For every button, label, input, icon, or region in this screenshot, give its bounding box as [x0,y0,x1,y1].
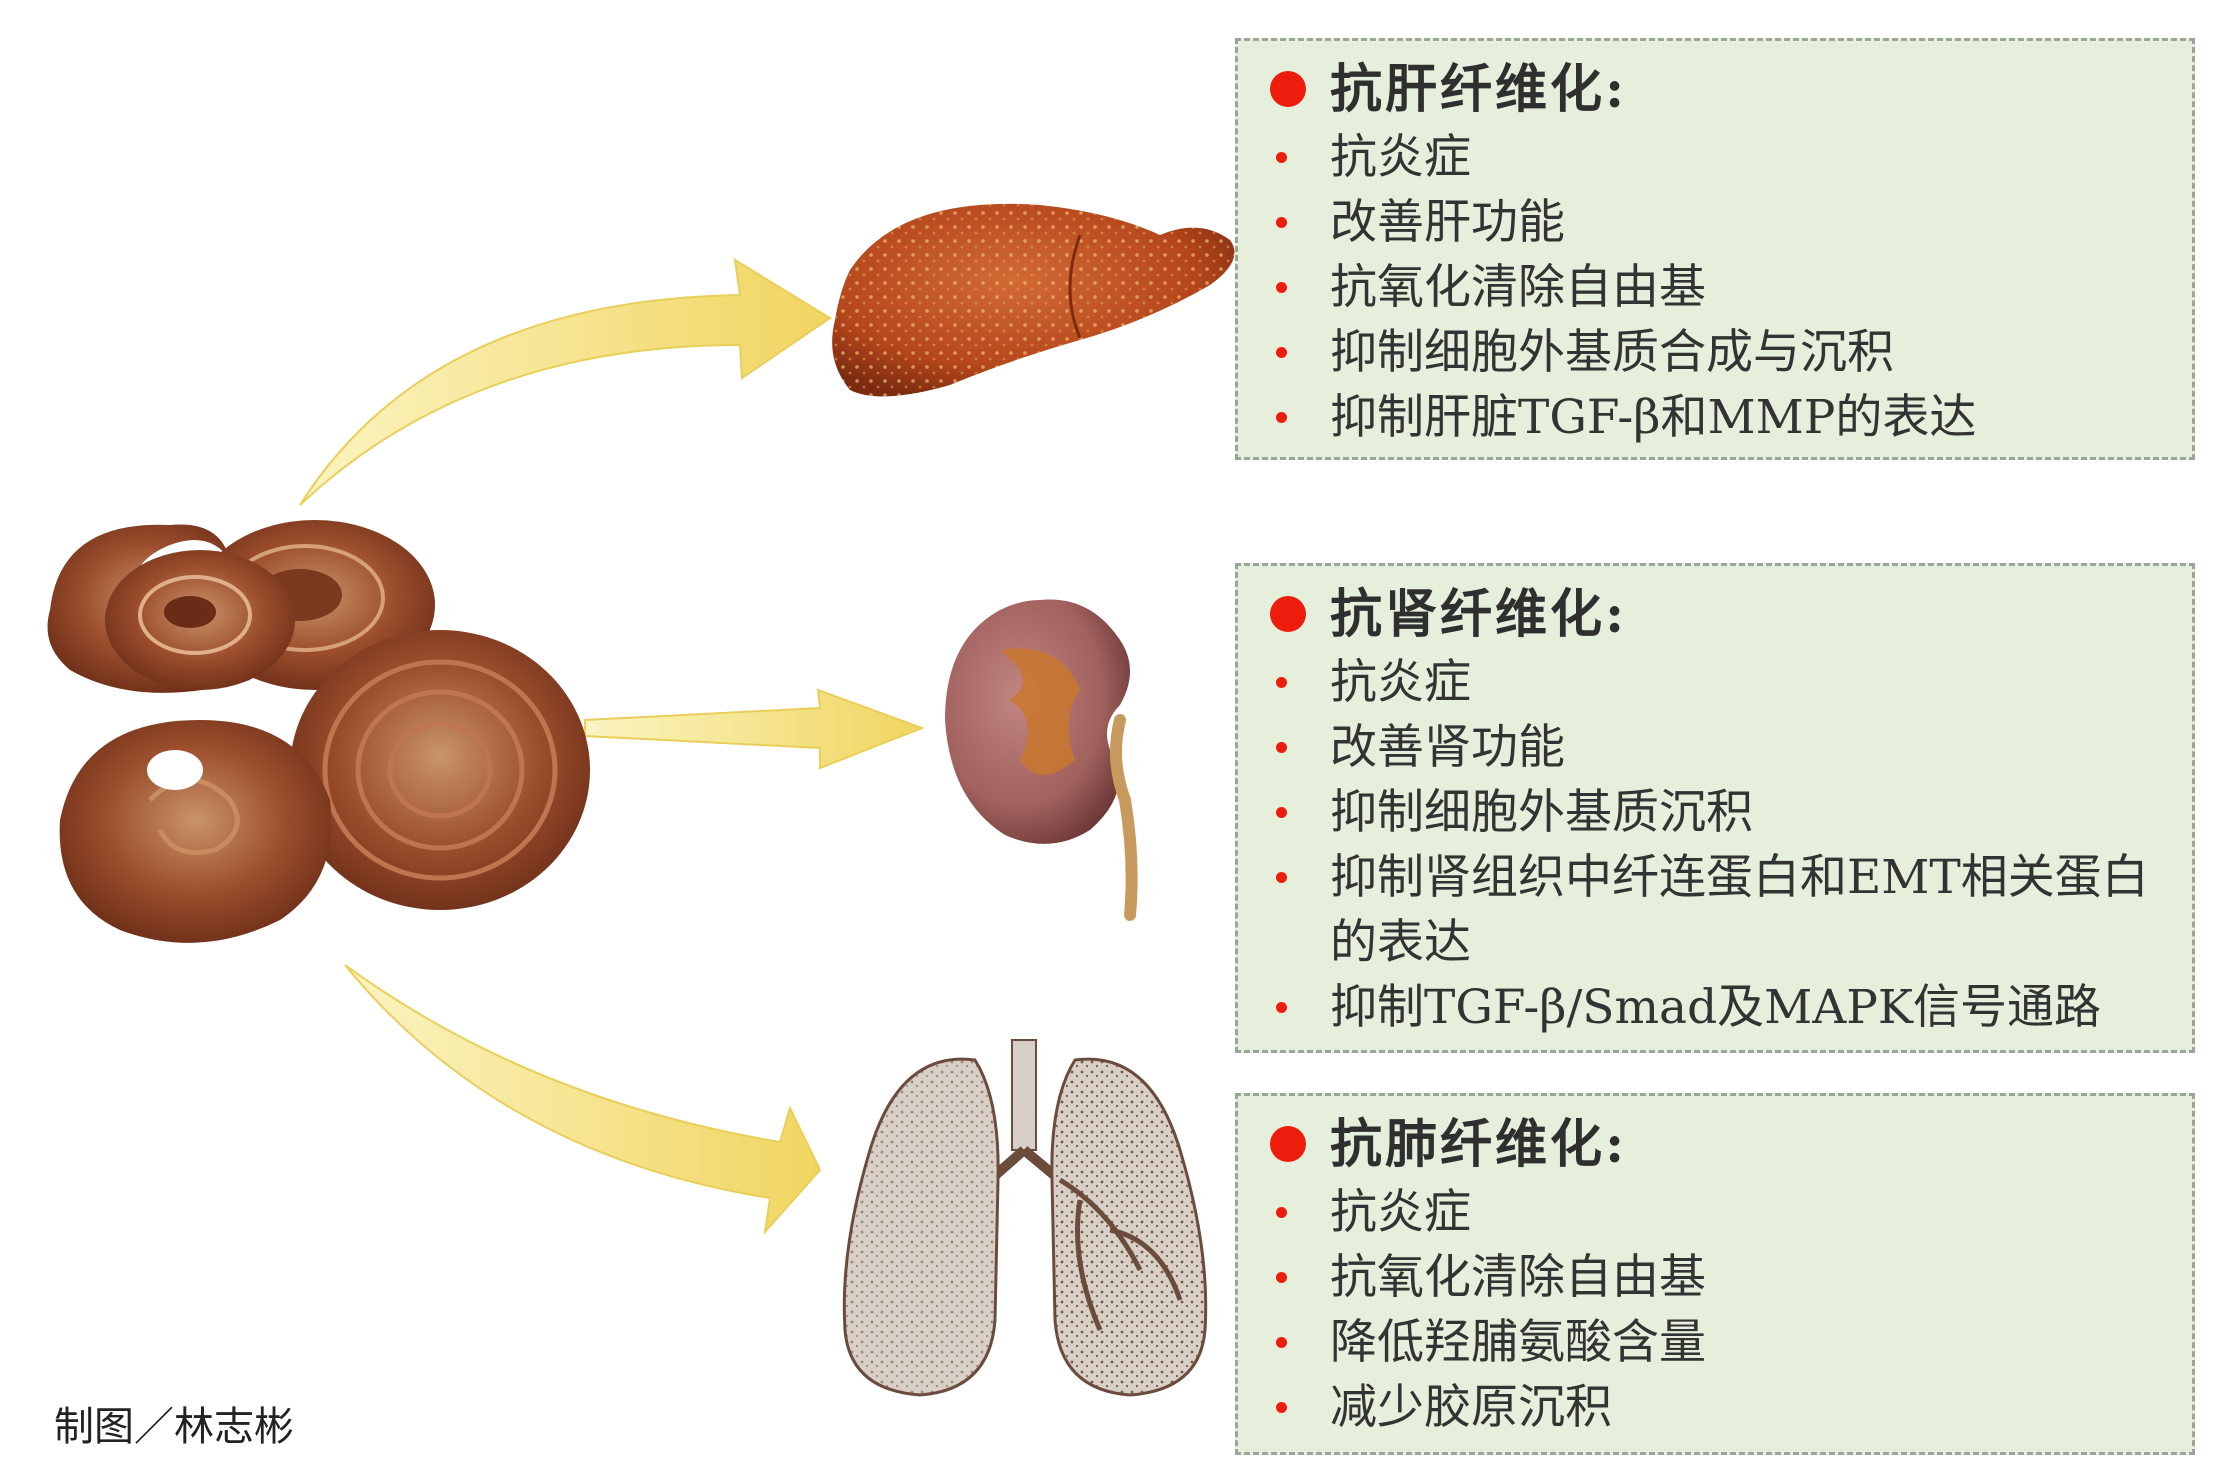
reishi-mushroom-icon [47,520,590,943]
section-title: 抗肾纤维化: [1264,580,2172,650]
section-title: 抗肺纤维化: [1264,1110,2172,1180]
list-item: 抑制细胞外基质沉积 [1264,780,2172,845]
bullet-icon [1276,1272,1287,1283]
bullet-icon [1276,282,1287,293]
list-item: 抑制肾组织中纤连蛋白和EMT相关蛋白的表达 [1264,845,2172,975]
bullet-icon [1276,807,1287,818]
list-item: 抗炎症 [1264,650,2172,715]
red-bullet-icon [1270,71,1306,107]
list-item: 抗炎症 [1264,125,2172,190]
arrow-to-liver [299,258,832,506]
kidney-fibrosis-box: 抗肾纤维化: 抗炎症 改善肾功能 抑制细胞外基质沉积 抑制肾组织中纤连蛋白和EM… [1235,563,2195,1053]
bullet-icon [1276,1002,1287,1013]
lungs-icon [842,1039,1208,1397]
red-bullet-icon [1270,1126,1306,1162]
list-item: 抑制肝脏TGF-β和MMP的表达 [1264,385,2172,450]
list-item: 抗炎症 [1264,1180,2172,1245]
section-title: 抗肝纤维化: [1264,55,2172,125]
lung-fibrosis-box: 抗肺纤维化: 抗炎症 抗氧化清除自由基 降低羟脯氨酸含量 减少胶原沉积 [1235,1093,2195,1455]
red-bullet-icon [1270,596,1306,632]
bullet-icon [1276,1402,1287,1413]
liver-fibrosis-box: 抗肝纤维化: 抗炎症 改善肝功能 抗氧化清除自由基 抑制细胞外基质合成与沉积 抑… [1235,38,2195,460]
bullet-icon [1276,1337,1287,1348]
bullet-icon [1276,347,1287,358]
arrow-to-kidney [584,688,925,770]
list-item: 抑制细胞外基质合成与沉积 [1264,320,2172,385]
arrow-to-lungs [344,964,822,1236]
bullet-icon [1276,412,1287,423]
bullet-icon [1276,677,1287,688]
list-item: 降低羟脯氨酸含量 [1264,1310,2172,1375]
list-item: 减少胶原沉积 [1264,1375,2172,1440]
list-item: 抗氧化清除自由基 [1264,255,2172,320]
bullet-icon [1276,872,1287,883]
section-title-text: 抗肝纤维化: [1330,59,1628,120]
image-credit: 制图／林志彬 [54,1404,294,1450]
list-item: 抗氧化清除自由基 [1264,1245,2172,1310]
liver-icon [832,203,1235,397]
bullet-icon [1276,742,1287,753]
section-title-text: 抗肾纤维化: [1330,584,1628,645]
list-item: 改善肾功能 [1264,715,2172,780]
bullet-icon [1276,152,1287,163]
bullet-icon [1276,217,1287,228]
list-item: 改善肝功能 [1264,190,2172,255]
list-item: 抑制TGF-β/Smad及MAPK信号通路 [1264,975,2172,1040]
kidney-icon [945,599,1138,921]
bullet-icon [1276,1207,1287,1218]
section-title-text: 抗肺纤维化: [1330,1114,1628,1175]
